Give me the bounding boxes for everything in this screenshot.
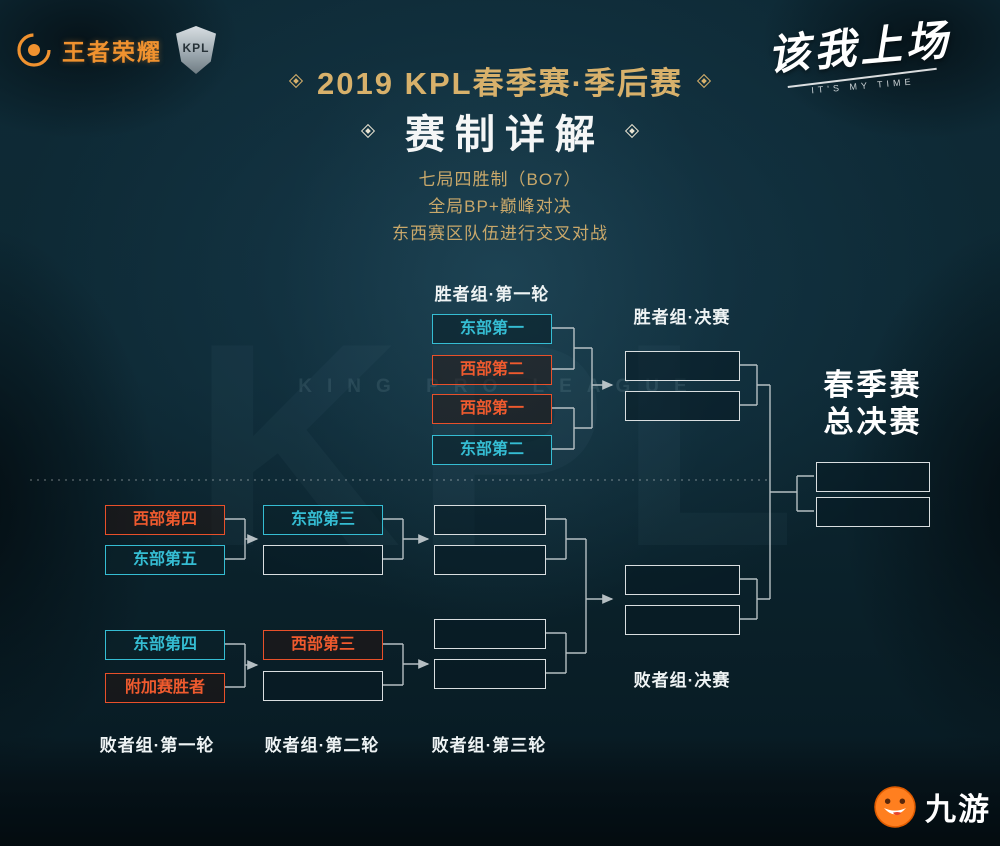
rules-block: 七局四胜制（BO7） 全局BP+巅峰对决 东西赛区队伍进行交叉对战 bbox=[0, 166, 1000, 247]
rule-line-3: 东西赛区队伍进行交叉对战 bbox=[392, 224, 608, 243]
rule-line-1: 七局四胜制（BO7） bbox=[418, 170, 582, 189]
grand-final-line1: 春季赛 bbox=[823, 369, 923, 402]
label-losers-round1: 败者组·第一轮 bbox=[99, 736, 215, 755]
slot-losers-r2-1 bbox=[263, 545, 383, 575]
page-subtitle: 赛制详解 bbox=[405, 113, 605, 157]
slot-losers-final-1 bbox=[625, 565, 740, 595]
seed-box-east-1: 东部第一 bbox=[432, 314, 552, 344]
top-right-shade bbox=[760, 0, 1000, 140]
grand-final-line2: 总决赛 bbox=[823, 406, 923, 439]
grand-final-title: 春季赛 总决赛 bbox=[810, 367, 936, 441]
title-row: 2019 KPL春季赛·季后赛 bbox=[0, 58, 1000, 103]
seed-box-east-5: 东部第五 bbox=[105, 545, 225, 575]
label-losers-final: 败者组·决赛 bbox=[633, 671, 731, 690]
site-name: 九游 bbox=[925, 792, 991, 827]
slot-winners-final-2 bbox=[625, 391, 740, 421]
team-name: 西部第二 bbox=[459, 361, 524, 378]
team-name: 东部第五 bbox=[132, 551, 197, 568]
footer-strip bbox=[0, 736, 1000, 846]
slot-winners-final-1 bbox=[625, 351, 740, 381]
subtitle-row: 赛制详解 bbox=[0, 102, 1000, 160]
seed-box-east-3: 东部第三 bbox=[263, 505, 383, 535]
seed-box-west-3: 西部第三 bbox=[263, 630, 383, 660]
page-title: 2019 KPL春季赛·季后赛 bbox=[317, 66, 683, 101]
label-winners-round1: 胜者组·第一轮 bbox=[434, 285, 550, 304]
label-losers-round2: 败者组·第二轮 bbox=[264, 736, 380, 755]
label-winners-final: 胜者组·决赛 bbox=[633, 308, 731, 327]
slot-losers-r3-1 bbox=[434, 505, 546, 535]
team-name: 西部第四 bbox=[132, 511, 197, 528]
honor-of-kings-logo: 王者荣耀 bbox=[62, 39, 162, 65]
team-name: 东部第一 bbox=[459, 320, 524, 337]
league-watermark: KING PRO LEAGUE bbox=[298, 376, 702, 397]
kpl-logo-text: KPL bbox=[182, 41, 210, 55]
slot-losers-r3-3 bbox=[434, 619, 546, 649]
slot-losers-r3-4 bbox=[434, 659, 546, 689]
slot-grand-final-2 bbox=[816, 497, 930, 527]
brand-logos: 王者荣耀 KPL bbox=[16, 26, 216, 74]
team-name: 东部第三 bbox=[290, 511, 355, 528]
team-name: 西部第一 bbox=[459, 400, 524, 417]
team-name: 东部第二 bbox=[459, 441, 524, 458]
team-name: 西部第三 bbox=[290, 636, 355, 653]
team-name: 东部第四 bbox=[132, 636, 197, 653]
label-losers-round3: 败者组·第三轮 bbox=[431, 736, 547, 755]
seed-box-west-2: 西部第二 bbox=[432, 355, 552, 385]
seed-box-west-1: 西部第一 bbox=[432, 394, 552, 424]
seed-box-playin-winner: 附加赛胜者 bbox=[105, 673, 225, 703]
team-name: 附加赛胜者 bbox=[124, 679, 205, 696]
honor-of-kings-icon bbox=[17, 33, 51, 67]
slot-losers-final-2 bbox=[625, 605, 740, 635]
seed-box-east-4: 东部第四 bbox=[105, 630, 225, 660]
rule-line-2: 全局BP+巅峰对决 bbox=[428, 197, 572, 216]
seed-box-west-4: 西部第四 bbox=[105, 505, 225, 535]
slot-losers-r2-2 bbox=[263, 671, 383, 701]
seed-box-east-2: 东部第二 bbox=[432, 435, 552, 465]
slot-grand-final-1 bbox=[816, 462, 930, 492]
site-logo: 九游 bbox=[874, 784, 991, 829]
9game-smiley-icon bbox=[874, 785, 916, 828]
slot-losers-r3-2 bbox=[434, 545, 546, 575]
